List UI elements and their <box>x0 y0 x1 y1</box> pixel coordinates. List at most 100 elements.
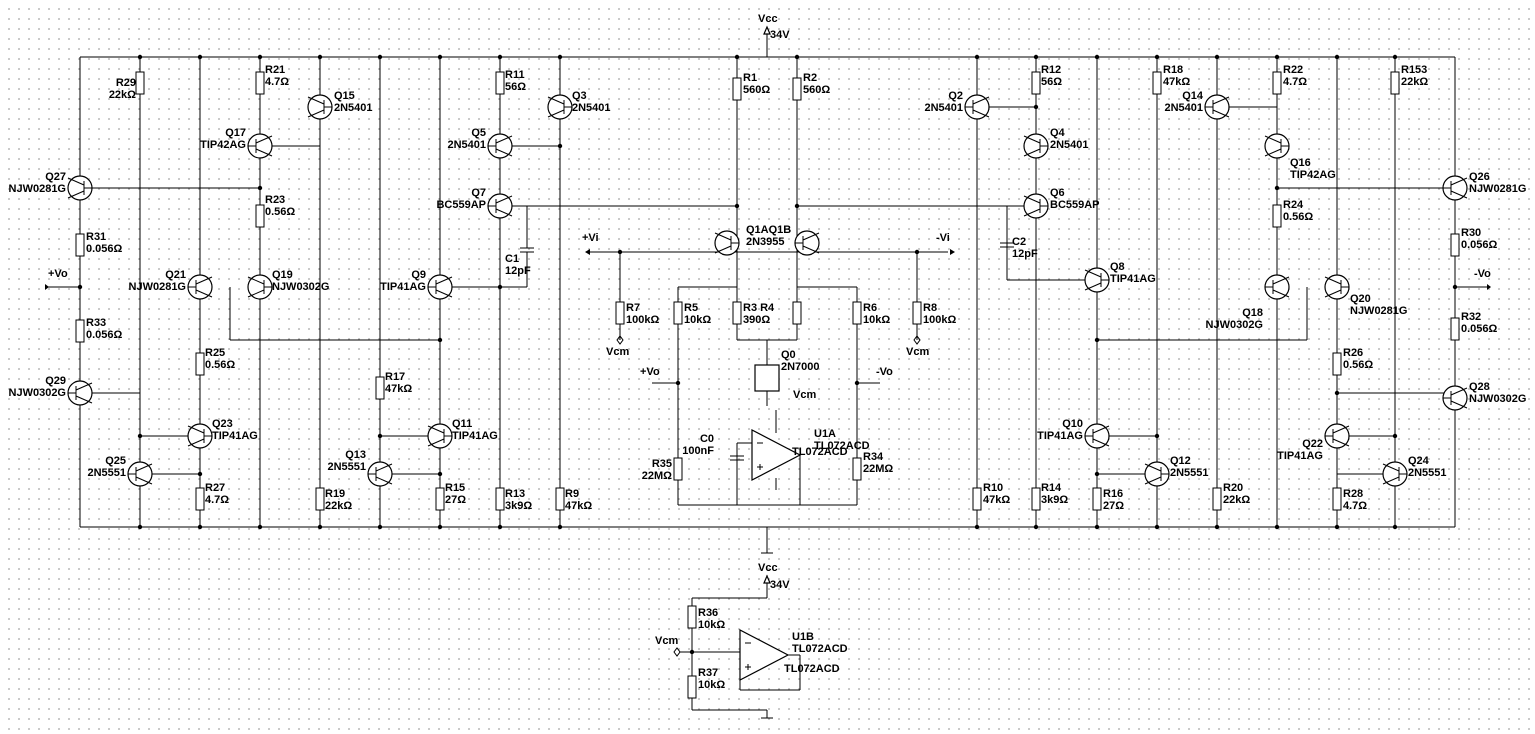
resistor-body <box>615 301 625 325</box>
component-value: NJW0281G <box>1469 183 1526 195</box>
capacitor <box>1000 242 1014 248</box>
output-terminal <box>1487 284 1491 290</box>
component-value: 22kΩ <box>1223 494 1250 506</box>
component-value: 22kΩ <box>109 89 136 101</box>
component-value: 2N7000 <box>781 361 820 373</box>
resistor-body <box>673 301 683 325</box>
transistor-collector <box>1450 177 1468 186</box>
junction-dot <box>1214 524 1220 530</box>
transistor-emitter <box>547 109 565 118</box>
component-value: NJW0302G <box>1469 393 1526 405</box>
component-value: TIP41AG <box>1110 273 1156 285</box>
transistor <box>714 230 740 256</box>
component-value: 56Ω <box>505 81 526 93</box>
resistor-body <box>1332 487 1342 511</box>
component-value: TIP41AG <box>380 281 426 293</box>
supply-name: Vcc <box>758 562 778 574</box>
transistor <box>1084 267 1110 293</box>
transistor <box>67 175 93 201</box>
mosfet-body <box>754 364 780 392</box>
component-value: 2N3955 <box>746 236 785 248</box>
resistor <box>732 77 742 101</box>
component-value: 0.056Ω <box>1461 239 1498 251</box>
transistor <box>487 193 513 219</box>
junction-dot <box>617 249 623 255</box>
transistor-emitter <box>1212 109 1230 118</box>
resistor <box>435 487 445 511</box>
resistor <box>732 301 742 325</box>
transistor-collector <box>495 195 513 204</box>
junction-dot <box>734 203 740 209</box>
component-value: 22kΩ <box>325 500 352 512</box>
component-value: 10kΩ <box>863 314 890 326</box>
component-ref: Q24 <box>1408 455 1430 467</box>
component-ref: R26 <box>1343 347 1363 359</box>
resistor-body <box>1212 487 1222 511</box>
component-ref: R15 <box>445 482 465 494</box>
junction-dot <box>1033 54 1039 60</box>
component-ref: R29 <box>116 77 136 89</box>
resistor-body <box>495 71 505 95</box>
resistor <box>195 352 205 376</box>
transistor <box>1324 274 1350 300</box>
resistor-body <box>1152 71 1162 95</box>
resistor <box>555 487 565 511</box>
resistor <box>687 675 697 699</box>
transistor-emitter <box>435 289 453 298</box>
junction-dot <box>1392 433 1398 439</box>
junction-dot <box>437 54 443 60</box>
component-ref: R9 <box>565 488 579 500</box>
supply-value: 34V <box>770 29 790 41</box>
opamp-body <box>739 629 790 681</box>
junction-dot <box>1274 54 1280 60</box>
supply-value: 34V <box>770 579 790 591</box>
transistor-emitter <box>1023 208 1041 217</box>
transistor-collector <box>427 425 445 434</box>
resistor-body <box>687 675 697 699</box>
component-ref: R16 <box>1103 488 1123 500</box>
resistor <box>1212 487 1222 511</box>
transistor <box>1442 175 1468 201</box>
resistor-body <box>852 301 862 325</box>
transistor-collector <box>1212 96 1230 105</box>
component-ref: Q23 <box>212 418 233 430</box>
component-value: 100kΩ <box>923 314 956 326</box>
vcm-marker <box>673 647 681 657</box>
component-ref: R10 <box>983 482 1003 494</box>
transistor-emitter <box>1092 438 1110 447</box>
transistor-emitter <box>714 245 732 254</box>
component-value: BC559AP <box>436 199 486 211</box>
resistor <box>495 71 505 95</box>
junction-dot <box>974 524 980 530</box>
transistor-emitter <box>495 208 513 217</box>
component-value: 47kΩ <box>983 494 1010 506</box>
component-value: BC559AP <box>1050 199 1100 211</box>
transistor-collector <box>195 276 213 285</box>
opamp <box>739 629 790 681</box>
component-ref: R34 <box>863 451 884 463</box>
transistor <box>1144 461 1170 487</box>
resistor <box>1272 204 1282 228</box>
component-ref: Q12 <box>1170 455 1191 467</box>
resistor <box>495 487 505 511</box>
transistor <box>367 461 393 487</box>
component-value: 47kΩ <box>565 500 592 512</box>
feedback-minus-label: -Vo <box>876 366 893 378</box>
component-ref: Q17 <box>225 127 246 139</box>
transistor <box>1442 385 1468 411</box>
junction-dot <box>1274 185 1280 191</box>
component-ref: Q13 <box>345 449 366 461</box>
component-ref: Q20 <box>1350 293 1371 305</box>
resistor <box>972 487 982 511</box>
transistor-collector <box>495 135 513 144</box>
component-value: 10kΩ <box>684 314 711 326</box>
transistor-emitter <box>1450 190 1468 199</box>
component-value: 390Ω <box>743 314 770 326</box>
junction-dot <box>675 380 681 386</box>
component-ref: R32 <box>1461 311 1481 323</box>
junction-dot <box>1154 433 1160 439</box>
resistor-body <box>1031 487 1041 511</box>
transistor-emitter <box>1023 148 1041 157</box>
junction-dot <box>1392 54 1398 60</box>
resistor-body <box>375 376 385 400</box>
